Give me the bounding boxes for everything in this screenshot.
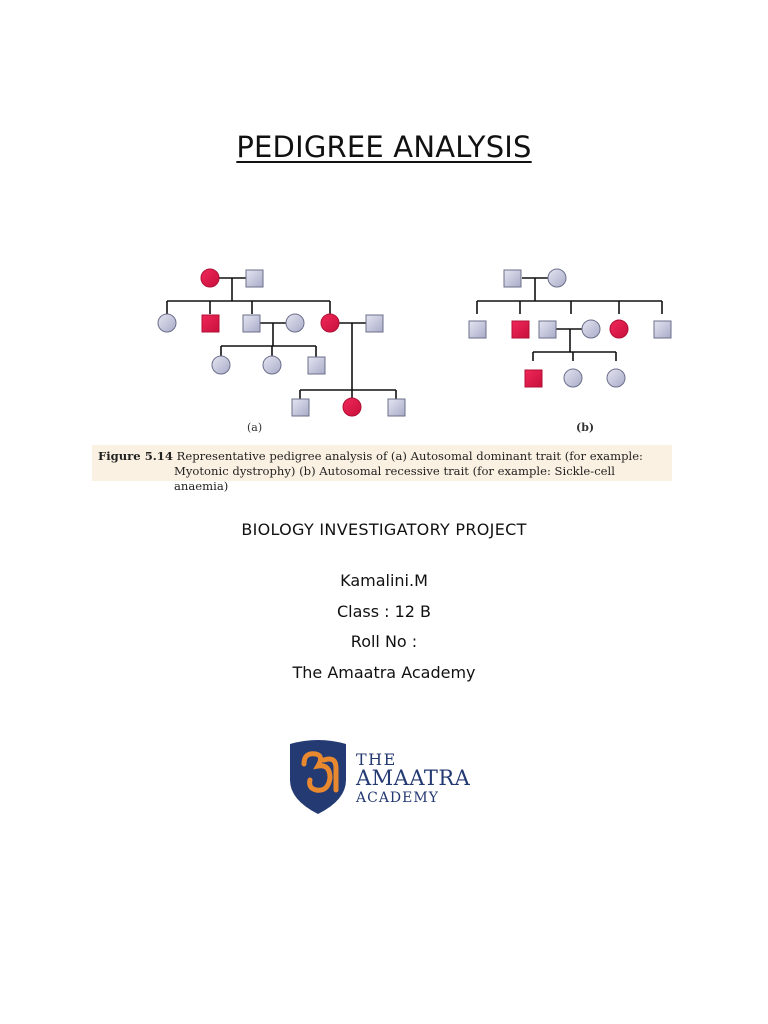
school-logo: THE AMAATRA ACADEMY xyxy=(284,738,484,818)
logo-text-amaatra: AMAATRA xyxy=(356,766,471,790)
pedigree-b-symbols xyxy=(468,268,672,388)
pedigree-a-lines xyxy=(166,277,397,399)
caption-figure-number: Figure 5.14 xyxy=(98,449,173,463)
pedigree-b-label: (b) xyxy=(576,421,595,434)
caption-line-2: Myotonic dystrophy) (b) Autosomal recess… xyxy=(174,464,615,493)
caption-line-1: Figure 5.14 Representative pedigree anal… xyxy=(98,449,666,464)
page-title: PEDIGREE ANALYSIS xyxy=(236,130,532,164)
pedigree-a-symbols xyxy=(157,268,406,417)
roll-number-line: Roll No : xyxy=(350,632,418,651)
logo-text-academy: ACADEMY xyxy=(356,790,439,806)
project-title: BIOLOGY INVESTIGATORY PROJECT xyxy=(241,520,527,539)
caption-text-1: Representative pedigree analysis of (a) … xyxy=(176,449,643,463)
figure-caption: Figure 5.14 Representative pedigree anal… xyxy=(92,445,672,493)
pedigree-a-label: (a) xyxy=(247,421,263,434)
pedigree-b-lines xyxy=(476,277,663,361)
shield-icon xyxy=(290,740,346,814)
pedigree-charts xyxy=(157,268,672,417)
logo-text-the: THE xyxy=(356,750,397,769)
class-line: Class : 12 B xyxy=(336,602,432,621)
school-name: The Amaatra Academy xyxy=(292,663,476,682)
pedigree-figure: (a) (b) Figure 5.14 Representative pedig… xyxy=(92,258,676,493)
student-name: Kamalini.M xyxy=(340,571,428,590)
